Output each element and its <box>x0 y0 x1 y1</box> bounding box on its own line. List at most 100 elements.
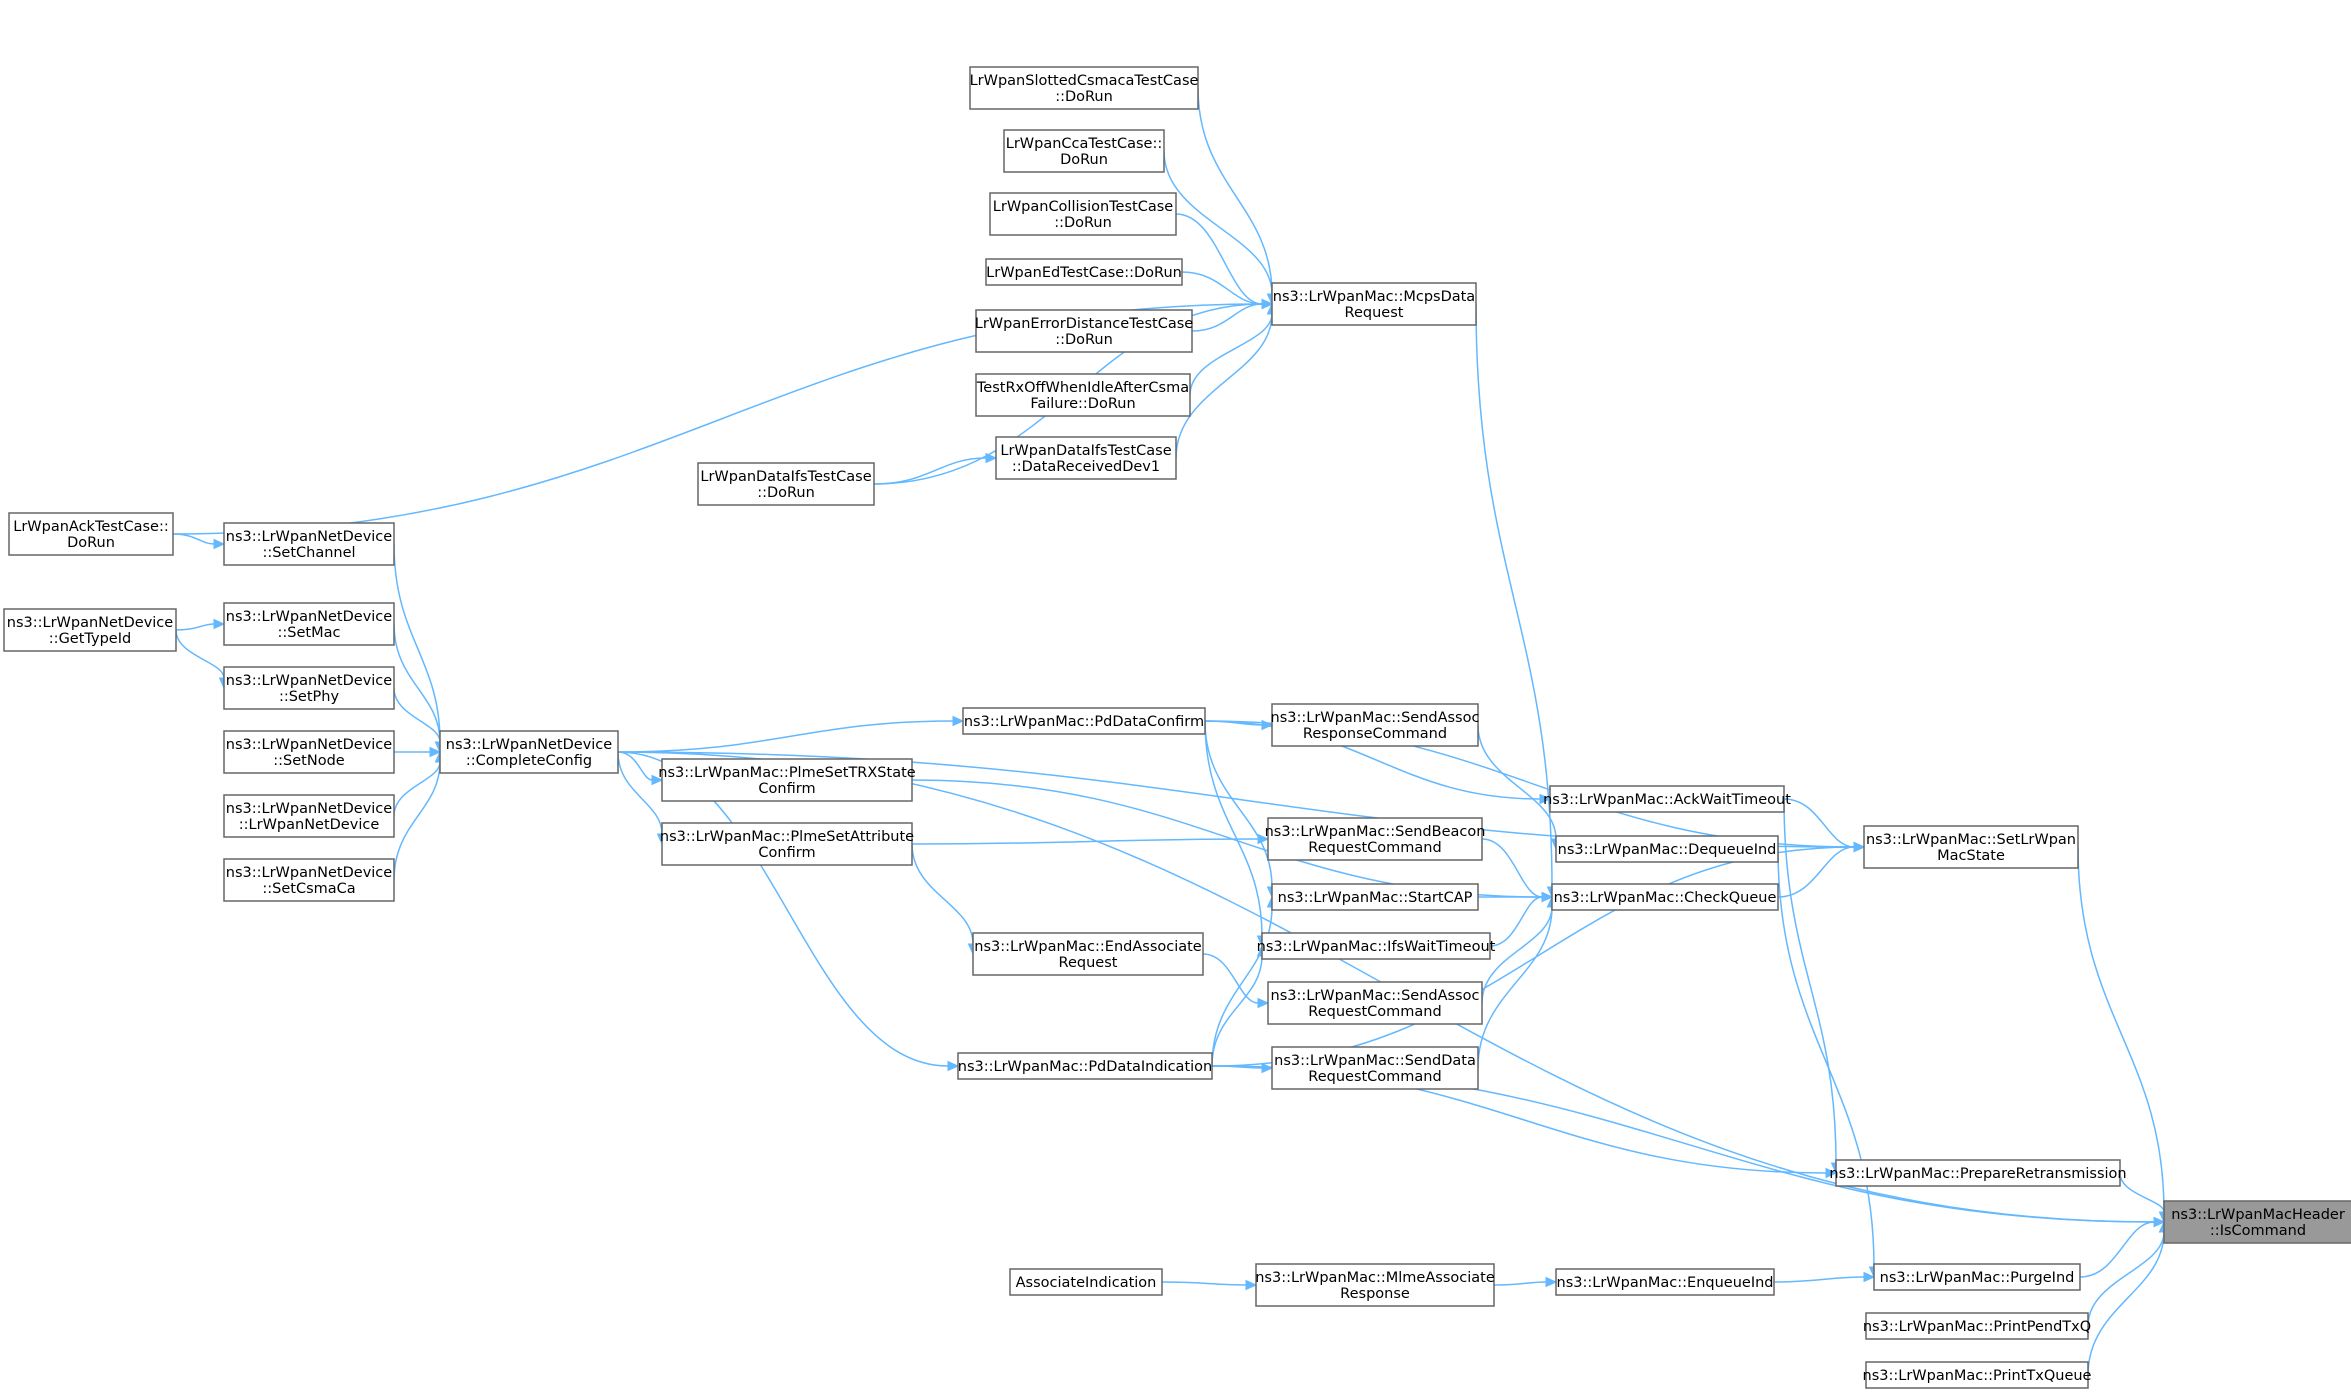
function-node-cca[interactable]: LrWpanCcaTestCase::DoRun <box>1003 129 1165 173</box>
arrowhead-icon <box>1863 1271 1876 1283</box>
node-label: TestRxOffWhenIdleAfterCsma <box>976 380 1189 396</box>
edge-line <box>2077 846 2165 1213</box>
edge-line <box>1189 313 1273 396</box>
node-label: ns3::LrWpanMac::SendAssoc <box>1271 988 1480 1004</box>
edge-line <box>393 543 441 743</box>
function-node-ifswait[interactable]: ns3::LrWpanMac::IfsWaitTimeout <box>1257 932 1496 960</box>
call-edge-slotted-to-mcps <box>1197 87 1278 306</box>
arrowhead-icon <box>1257 833 1270 845</box>
function-node-deqind[interactable]: ns3::LrWpanMac::DequeueInd <box>1555 835 1779 863</box>
function-node-setphy[interactable]: ns3::LrWpanNetDevice::SetPhy <box>223 666 395 710</box>
call-edge-printtx-to-ismcmd <box>2087 1220 2170 1376</box>
function-node-checkq[interactable]: ns3::LrWpanMac::CheckQueue <box>1551 883 1779 911</box>
function-node-assocind[interactable]: AssociateIndication <box>1009 1268 1163 1296</box>
arrowhead-icon <box>985 452 998 464</box>
function-node-cconf[interactable]: ns3::LrWpanNetDevice::CompleteConfig <box>439 730 619 774</box>
edge-line <box>617 751 663 835</box>
arrowhead-icon <box>1257 997 1270 1009</box>
node-label: MacState <box>1937 848 2005 864</box>
node-label: LrWpanDataIfsTestCase <box>1000 443 1171 459</box>
node-label: ns3::LrWpanMacHeader <box>2171 1207 2345 1223</box>
arrowhead-icon <box>1825 1167 1838 1179</box>
arrowhead-icon <box>429 746 442 758</box>
node-label: ns3::LrWpanMac::EndAssociate <box>974 939 1202 955</box>
edge-line <box>1175 313 1273 459</box>
node-box <box>1009 1268 1163 1296</box>
function-node-purge[interactable]: ns3::LrWpanMac::PurgeInd <box>1873 1263 2081 1291</box>
function-node-pdind[interactable]: ns3::LrWpanMac::PdDataIndication <box>957 1052 1213 1080</box>
function-node-printtx[interactable]: ns3::LrWpanMac::PrintTxQueue <box>1863 1361 2092 1389</box>
node-box <box>439 730 619 774</box>
function-node-ed[interactable]: LrWpanEdTestCase::DoRun <box>985 258 1183 286</box>
call-edge-ackwait-to-setstate <box>1783 798 1866 853</box>
function-node-setmac[interactable]: ns3::LrWpanNetDevice::SetMac <box>223 602 395 646</box>
function-node-slotted[interactable]: LrWpanSlottedCsmacaTestCase::DoRun <box>969 66 1199 110</box>
node-label: ResponseCommand <box>1303 726 1447 742</box>
node-label: ns3::LrWpanMac::StartCAP <box>1278 890 1473 906</box>
edge-line <box>1475 303 1553 888</box>
node-label: DoRun <box>1060 152 1108 168</box>
node-box <box>661 822 913 866</box>
call-edge-ifswait-to-checkq <box>1489 891 1554 947</box>
function-node-ismcmd[interactable]: ns3::LrWpanMacHeader::IsCommand <box>2163 1200 2351 1244</box>
function-node-ack[interactable]: LrWpanAckTestCase::DoRun <box>8 512 174 556</box>
function-node-errd[interactable]: LrWpanErrorDistanceTestCase::DoRun <box>975 309 1194 353</box>
function-node-pdconf[interactable]: ns3::LrWpanMac::PdDataConfirm <box>962 707 1206 735</box>
node-label: ns3::LrWpanMac::SendData <box>1274 1053 1476 1069</box>
function-node-dids[interactable]: LrWpanDataIfsTestCase::DoRun <box>697 462 875 506</box>
node-label: ns3::LrWpanNetDevice <box>7 615 174 631</box>
node-label: ns3::LrWpanNetDevice <box>226 737 393 753</box>
node-label: ::DataReceivedDev1 <box>1012 459 1160 475</box>
function-node-pendtx[interactable]: ns3::LrWpanMac::PrintPendTxQ <box>1863 1312 2091 1340</box>
edge-line <box>393 623 441 743</box>
function-node-enqind[interactable]: ns3::LrWpanMac::EnqueueInd <box>1555 1268 1775 1296</box>
edge-line <box>1783 798 1855 848</box>
edge-line <box>175 623 215 631</box>
node-box <box>975 373 1191 417</box>
edge-line <box>1191 303 1263 332</box>
node-label: ns3::LrWpanMac::IfsWaitTimeout <box>1257 939 1496 955</box>
node-label: ns3::LrWpanMac::MlmeAssociate <box>1255 1270 1495 1286</box>
function-node-startcap[interactable]: ns3::LrWpanMac::StartCAP <box>1271 883 1479 911</box>
function-node-drd1[interactable]: LrWpanDataIfsTestCase::DataReceivedDev1 <box>995 436 1177 480</box>
arrowhead-icon <box>947 1060 960 1072</box>
function-node-ctor[interactable]: ns3::LrWpanNetDevice::LrWpanNetDevice <box>223 794 395 838</box>
node-box <box>1267 981 1483 1025</box>
function-node-coll[interactable]: LrWpanCollisionTestCase::DoRun <box>989 192 1177 236</box>
node-label: LrWpanCcaTestCase:: <box>1006 136 1162 152</box>
node-label: ns3::LrWpanMac::PrintTxQueue <box>1863 1368 2092 1384</box>
function-node-gettid[interactable]: ns3::LrWpanNetDevice::GetTypeId <box>3 608 177 652</box>
node-label: ::DoRun <box>1055 89 1113 105</box>
node-label: ns3::LrWpanMac::SendAssoc <box>1271 710 1480 726</box>
edge-line <box>1477 724 1557 840</box>
function-node-prepretx[interactable]: ns3::LrWpanMac::PrepareRetransmission <box>1829 1159 2127 1187</box>
function-node-setch[interactable]: ns3::LrWpanNetDevice::SetChannel <box>223 522 395 566</box>
node-box <box>1551 883 1779 911</box>
function-node-setnode[interactable]: ns3::LrWpanNetDevice::SetNode <box>223 730 395 774</box>
edge-line <box>1481 906 1553 1004</box>
function-node-ackwait[interactable]: ns3::LrWpanMac::AckWaitTimeout <box>1543 785 1791 813</box>
node-box <box>1549 785 1785 813</box>
node-box <box>1271 703 1479 747</box>
node-box <box>1835 1159 2121 1187</box>
node-label: LrWpanSlottedCsmacaTestCase <box>970 73 1199 89</box>
node-label: ns3::LrWpanMac::PdDataConfirm <box>964 714 1204 730</box>
node-box <box>975 309 1193 353</box>
function-node-setcsma[interactable]: ns3::LrWpanNetDevice::SetCsmaCa <box>223 858 395 902</box>
call-edge-purge-to-ismcmd <box>2079 1216 2166 1278</box>
node-box <box>962 707 1206 735</box>
node-label: LrWpanCollisionTestCase <box>993 199 1174 215</box>
node-box <box>661 758 913 802</box>
node-label: Request <box>1059 955 1118 971</box>
